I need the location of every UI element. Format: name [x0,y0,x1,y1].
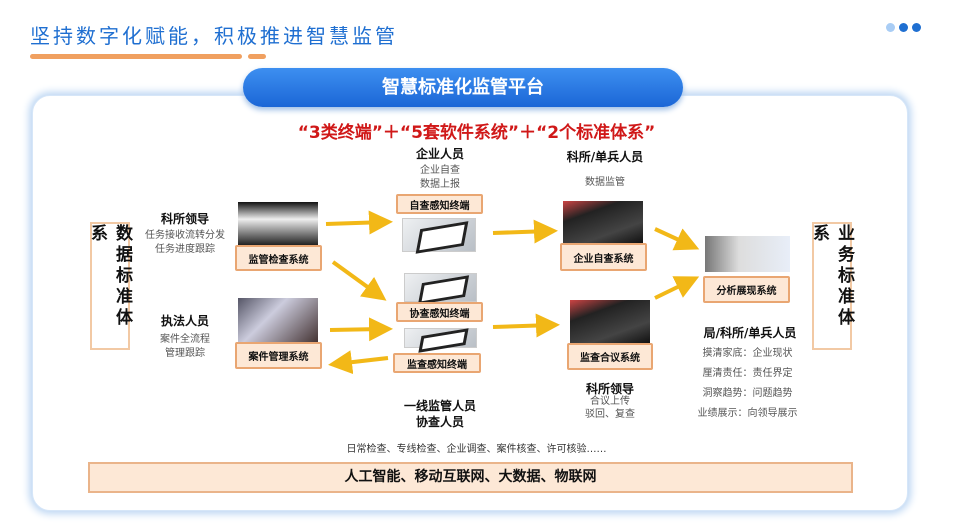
assist-terminal-label: 协查感知终端 [396,302,483,322]
tablet-image [402,218,476,252]
role-leader-desc: 任务接收流转分发任务进度跟踪 [145,230,225,255]
arrow [654,276,700,300]
deliberation-system-image [570,300,650,343]
role-bureau: 局/科所/单兵人员 [703,326,797,340]
deliberation-system-label: 监查合议系统 [567,343,653,370]
inspection-system-image [238,202,318,245]
arrow [328,350,389,375]
role-unit-desc: 数据监管 [585,177,625,188]
self-terminal-label: 自查感知终端 [396,194,483,214]
arrow [654,227,700,251]
data-standard-box: 数据标准体系 [87,222,132,350]
arrow [492,313,560,338]
supervise-terminal-label: 监查感知终端 [393,353,481,373]
platform-header: 智慧标准化监管平台 [243,68,683,107]
role-unit: 科所/单兵人员 [566,150,644,164]
self-check-system-label: 企业自查系统 [560,243,647,271]
inspection-types: 日常检查、专线检查、企业调查、案件核查、许可核验…… [346,444,607,455]
technology-bar: 人工智能、移动互联网、大数据、物联网 [88,462,853,493]
decor-dot [912,23,921,32]
decor-dot [886,23,895,32]
decor-dot [899,23,908,32]
role-leader2: 科所领导 [585,382,634,396]
role-leader: 科所领导 [160,212,209,226]
analysis-system-image [705,236,790,272]
arrow [331,260,387,301]
page-title: 坚持数字化赋能，积极推进智慧监管 [30,24,398,48]
role-frontline: 一线监管人员协查人员 [403,399,476,429]
role-enforcer: 执法人员 [160,314,209,328]
role-enforcer-desc: 案件全流程管理跟踪 [160,334,210,359]
inspection-system-label: 监管检查系统 [235,245,322,271]
role-bureau-desc: 摸清家底：企业现状厘清责任：责任界定 洞察趋势：问题趋势业绩展示：向领导展示 [697,348,798,419]
role-enterprise-desc: 企业自查数据上报 [420,165,460,190]
title-underline-short [248,54,266,59]
arrow [325,210,393,235]
tablet-image [404,328,477,348]
self-check-system-image [563,201,643,243]
role-leader2-desc: 合议上传驳回、复查 [585,396,635,420]
case-system-image [238,298,318,342]
role-enterprise: 企业人员 [415,147,464,161]
case-system-label: 案件管理系统 [235,342,322,369]
title-underline [30,54,242,59]
business-standard-box: 业务标准体系 [809,222,854,350]
subtitle: “3类终端”＋“5套软件系统”＋“2个标准体系” [297,123,656,143]
analysis-system-label: 分析展现系统 [703,276,790,303]
arrow [492,219,558,244]
arrow [329,317,393,342]
tablet-image [404,273,477,302]
